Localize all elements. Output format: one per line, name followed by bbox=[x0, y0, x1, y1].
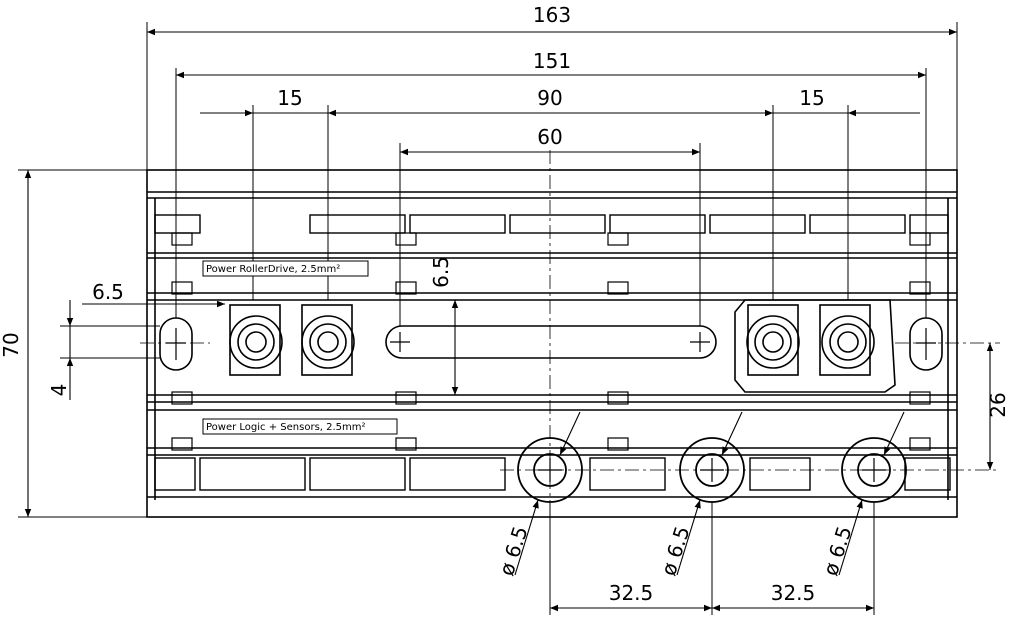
dim-slot-height: 6.5 bbox=[429, 256, 453, 288]
label-power-rollerdrive-text: Power RollerDrive, 2.5mm² bbox=[206, 264, 340, 275]
dim-inner-span: 90 bbox=[537, 86, 562, 110]
dim-pitch-1: 32.5 bbox=[609, 581, 654, 605]
lower-slot-row bbox=[154, 457, 951, 491]
label-power-rollerdrive: Power RollerDrive, 2.5mm² bbox=[202, 260, 369, 277]
label-power-logic-text: Power Logic + Sensors, 2.5mm² bbox=[206, 422, 366, 433]
label-power-logic: Power Logic + Sensors, 2.5mm² bbox=[202, 418, 398, 435]
diameter-leaders bbox=[514, 411, 905, 576]
connector-bosses bbox=[229, 299, 896, 393]
dim-slot-width: 4 bbox=[47, 384, 71, 397]
dim-overall-width: 163 bbox=[533, 3, 571, 27]
dim-mount-height: 26 bbox=[986, 392, 1010, 417]
dim-right-pitch: 15 bbox=[799, 86, 824, 110]
dim-hole-span: 151 bbox=[533, 49, 571, 73]
dim-height: 70 bbox=[0, 332, 23, 357]
dim-pitch-2: 32.5 bbox=[771, 581, 816, 605]
extension-lines bbox=[18, 22, 958, 615]
centre-lines bbox=[140, 150, 1000, 615]
clip-tabs bbox=[171, 232, 931, 451]
dim-hole-dia-2: ø 6.5 bbox=[656, 523, 694, 578]
dim-hole-dia-1: ø 6.5 bbox=[494, 523, 532, 578]
dim-slot-offset: 6.5 bbox=[92, 280, 124, 304]
upper-slot-row bbox=[154, 214, 949, 234]
dim-slot-span: 60 bbox=[537, 125, 562, 149]
hole-crosshairs bbox=[166, 328, 936, 482]
dimension-lines bbox=[24, 28, 994, 612]
dim-hole-dia-3: ø 6.5 bbox=[818, 523, 856, 578]
dim-left-pitch: 15 bbox=[277, 86, 302, 110]
rail-body bbox=[146, 169, 958, 518]
